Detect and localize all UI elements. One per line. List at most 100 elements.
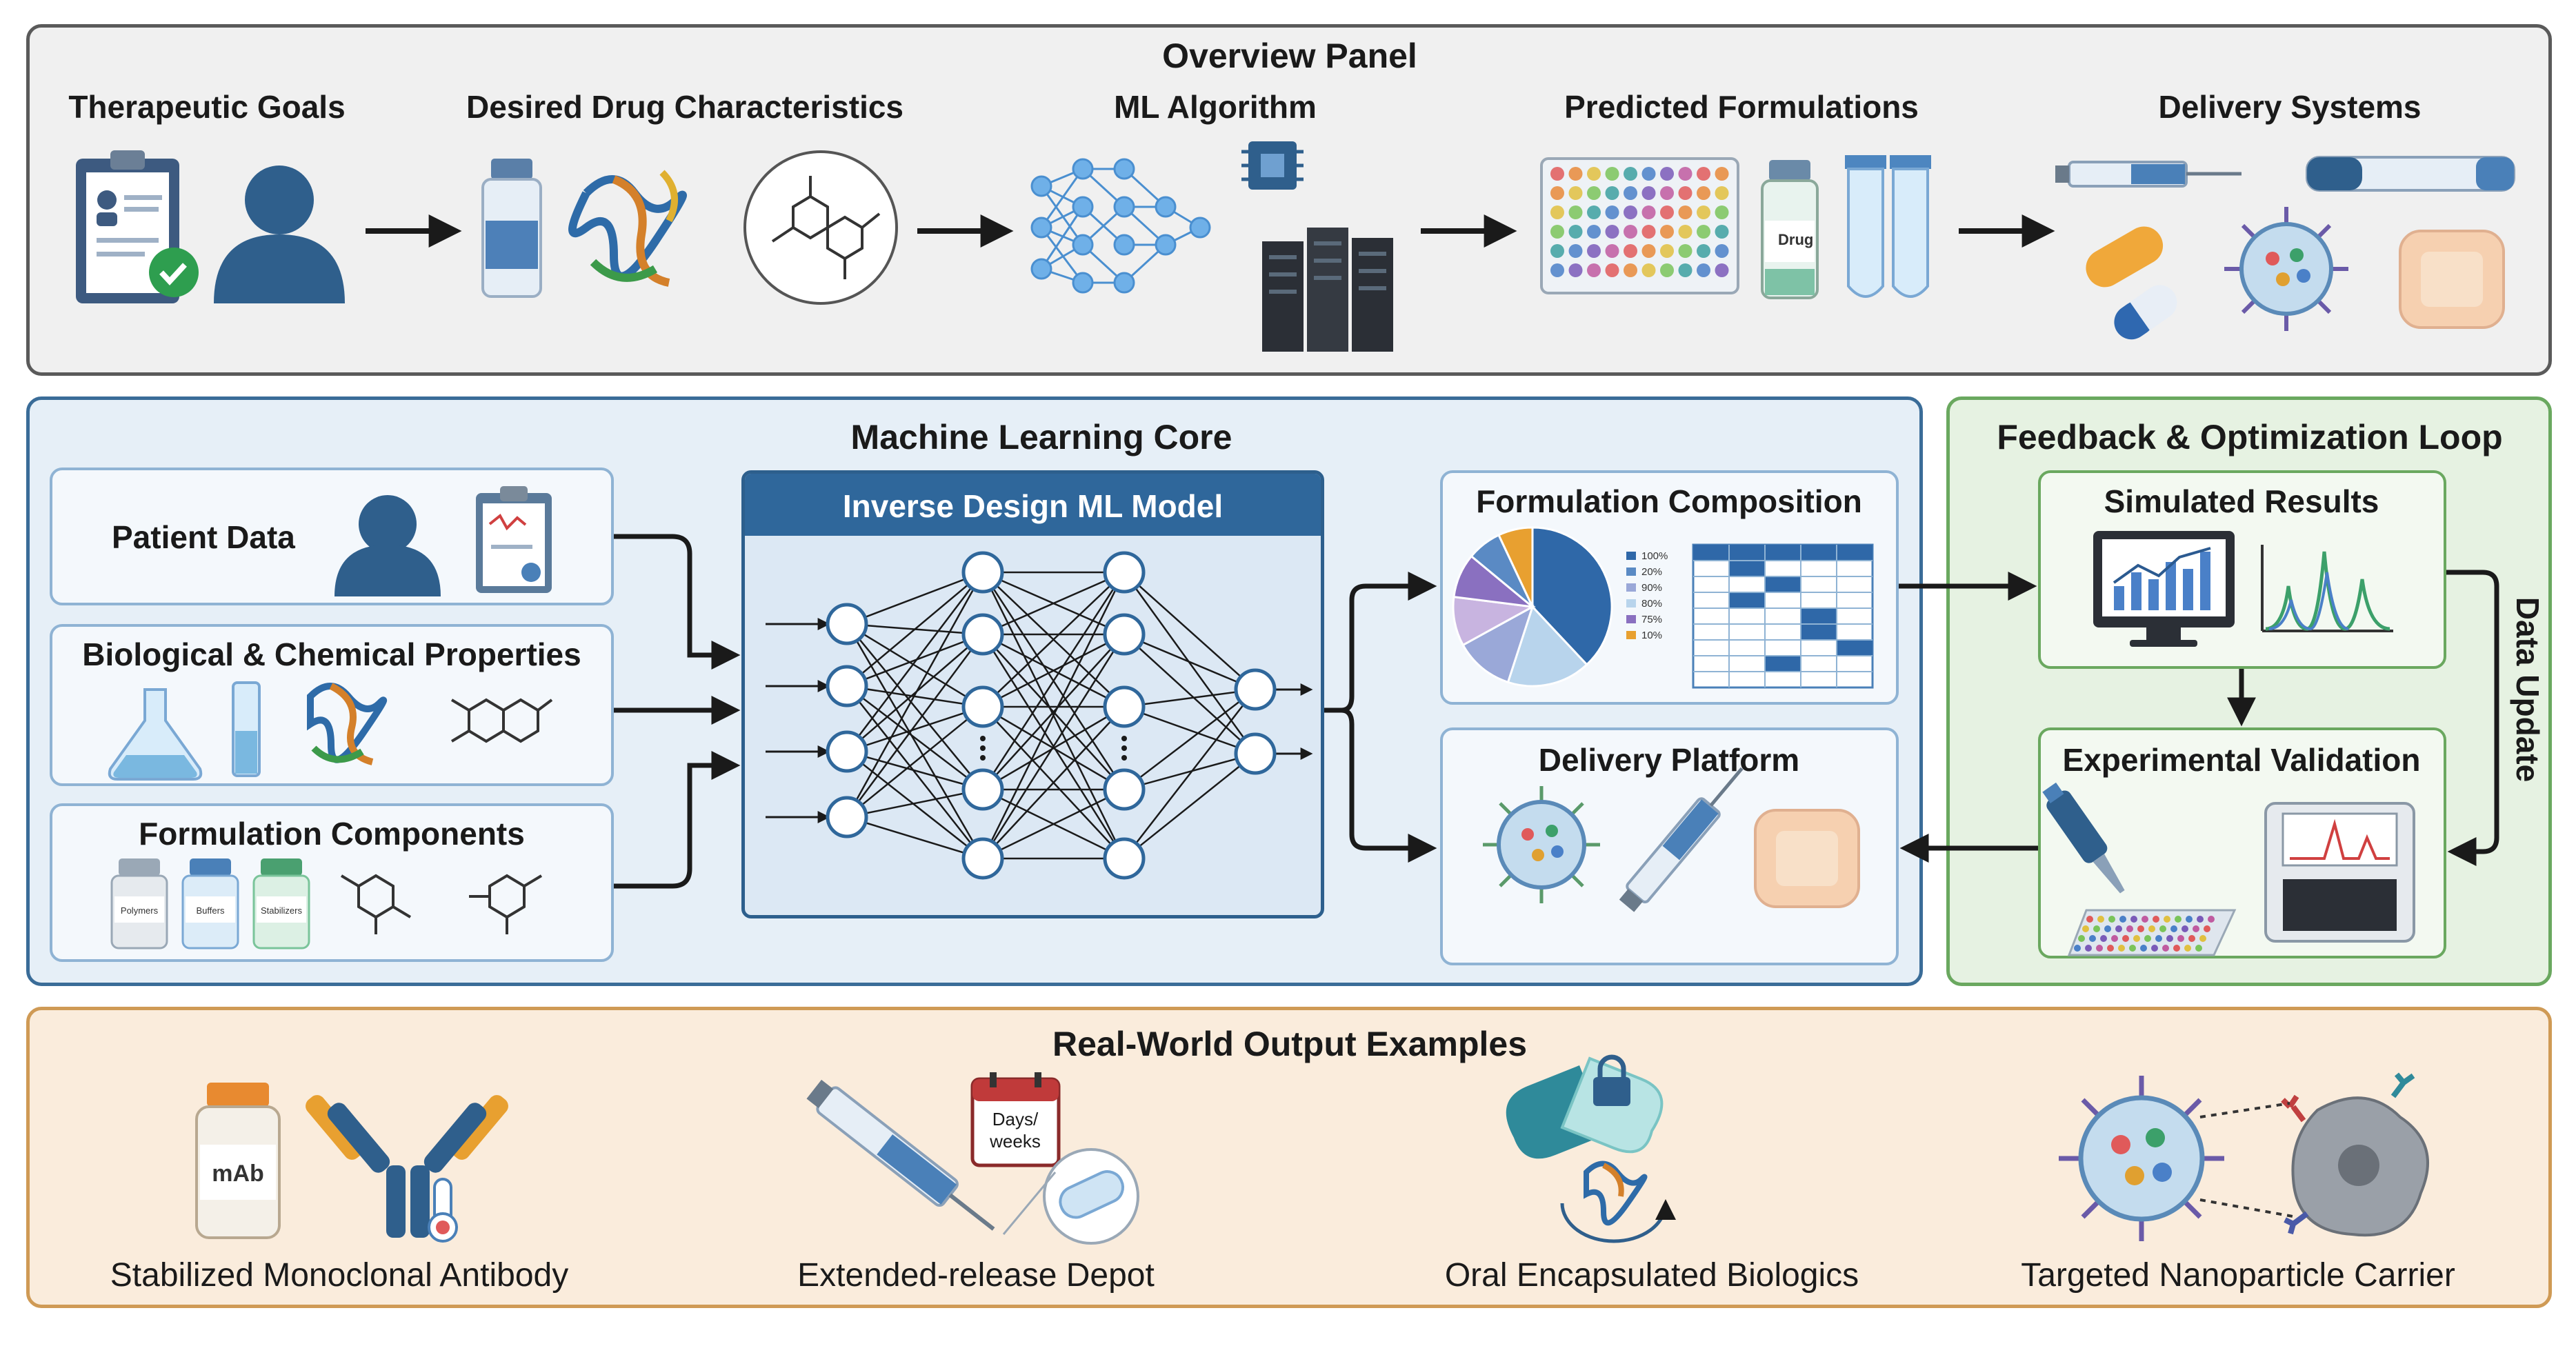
pipette-icon xyxy=(2042,782,2125,894)
legend-label: 75% xyxy=(1641,614,1662,625)
network-edge xyxy=(1124,634,1256,754)
well xyxy=(2119,916,2126,923)
vial-label-polymers: Polymers xyxy=(121,905,159,916)
table-cell-filled xyxy=(1693,545,1729,561)
nanoparticle-icon xyxy=(2059,1076,2224,1241)
ellipsis-dot xyxy=(1121,745,1127,751)
well xyxy=(1660,244,1674,258)
calendar-icon xyxy=(970,1072,1061,1167)
well xyxy=(1550,167,1564,181)
targeting-lines xyxy=(2199,1102,2297,1218)
well xyxy=(1641,186,1656,200)
well xyxy=(2137,925,2144,932)
well xyxy=(2184,945,2191,952)
well xyxy=(1660,263,1674,277)
pie-chart-icon xyxy=(1452,526,1613,687)
arrow-data-update xyxy=(2446,570,2499,866)
component-vials xyxy=(110,858,310,950)
well xyxy=(1624,263,1637,277)
network-edge xyxy=(1124,688,1256,708)
network-edge xyxy=(846,685,984,790)
well xyxy=(1605,263,1619,277)
well xyxy=(2085,945,2092,952)
well xyxy=(1568,263,1583,277)
well xyxy=(1587,225,1601,239)
person-icon xyxy=(214,165,345,303)
well xyxy=(2144,935,2151,942)
well xyxy=(2164,916,2170,923)
well xyxy=(2159,925,2166,932)
well xyxy=(2204,925,2210,932)
legend-swatch xyxy=(1626,599,1636,607)
network-edge xyxy=(982,634,1125,790)
example-label-oral: Oral Encapsulated Biologics xyxy=(1444,1257,1859,1294)
legend-label: 80% xyxy=(1641,598,1662,610)
well xyxy=(1568,225,1583,239)
well xyxy=(1568,205,1583,219)
well xyxy=(1587,186,1601,200)
network-edge xyxy=(982,705,1125,791)
network-edge xyxy=(982,571,1125,636)
ellipsis-dot xyxy=(980,745,986,751)
feedback-title: Feedback & Optimization Loop xyxy=(1997,418,2503,456)
network-node xyxy=(961,768,1004,811)
protein-icon xyxy=(1560,1161,1676,1243)
well xyxy=(1678,225,1693,239)
well xyxy=(2126,925,2133,932)
network-edge xyxy=(981,572,1126,790)
well xyxy=(1568,244,1583,258)
well xyxy=(1641,225,1656,239)
pie-slice xyxy=(1461,604,1535,684)
network-edge xyxy=(846,750,984,791)
network-edge xyxy=(982,788,1125,860)
network-edge xyxy=(846,623,984,859)
network-edge xyxy=(1124,689,1256,859)
well xyxy=(1697,244,1710,258)
network-edge xyxy=(1124,705,1256,755)
calendar-label: Days/weeks xyxy=(989,1109,1041,1152)
ellipsis-dot xyxy=(1121,736,1127,741)
well xyxy=(1660,167,1674,181)
well xyxy=(2104,925,2111,932)
well xyxy=(1624,186,1637,200)
well xyxy=(2175,916,2181,923)
network-edge xyxy=(846,633,984,687)
composition-legend: 100%20%90%80%75%10% xyxy=(1626,550,1668,641)
well xyxy=(2097,916,2104,923)
well xyxy=(1550,263,1564,277)
arrow-model-to-platform xyxy=(1341,707,1437,863)
network-node xyxy=(1103,685,1146,728)
model-header xyxy=(745,474,1321,536)
network-node xyxy=(1103,837,1146,880)
well xyxy=(2181,925,2188,932)
network-node xyxy=(1234,668,1277,711)
network-edge xyxy=(846,572,984,687)
well xyxy=(2100,935,2107,942)
nanoparticle-icon xyxy=(2224,207,2348,331)
syringe-icon xyxy=(1619,767,1744,912)
well xyxy=(2195,945,2202,952)
well xyxy=(2133,935,2140,942)
network-node xyxy=(961,613,1004,656)
well xyxy=(2122,935,2129,942)
graduated-cylinder-icon xyxy=(232,681,261,777)
chip-icon xyxy=(1241,141,1304,190)
person-icon xyxy=(335,495,441,596)
well xyxy=(1715,225,1729,239)
vial-label-buffers: Buffers xyxy=(197,905,225,916)
example-label-depot: Extended-release Depot xyxy=(797,1257,1155,1294)
syringe-icon xyxy=(2055,161,2241,188)
well xyxy=(1660,225,1674,239)
step-label-predicted-formulations: Predicted Formulations xyxy=(1564,89,1919,125)
network-node xyxy=(826,730,868,773)
legend-swatch xyxy=(1626,615,1636,623)
well xyxy=(2166,935,2173,942)
legend-label: 90% xyxy=(1641,582,1662,594)
well xyxy=(1697,263,1710,277)
molecule-icon xyxy=(743,150,898,305)
ml-core-title: Machine Learning Core xyxy=(850,418,1232,456)
syringe-icon xyxy=(806,1079,995,1231)
well xyxy=(2118,945,2125,952)
well xyxy=(2082,925,2089,932)
table-cell-filled xyxy=(1729,561,1765,576)
